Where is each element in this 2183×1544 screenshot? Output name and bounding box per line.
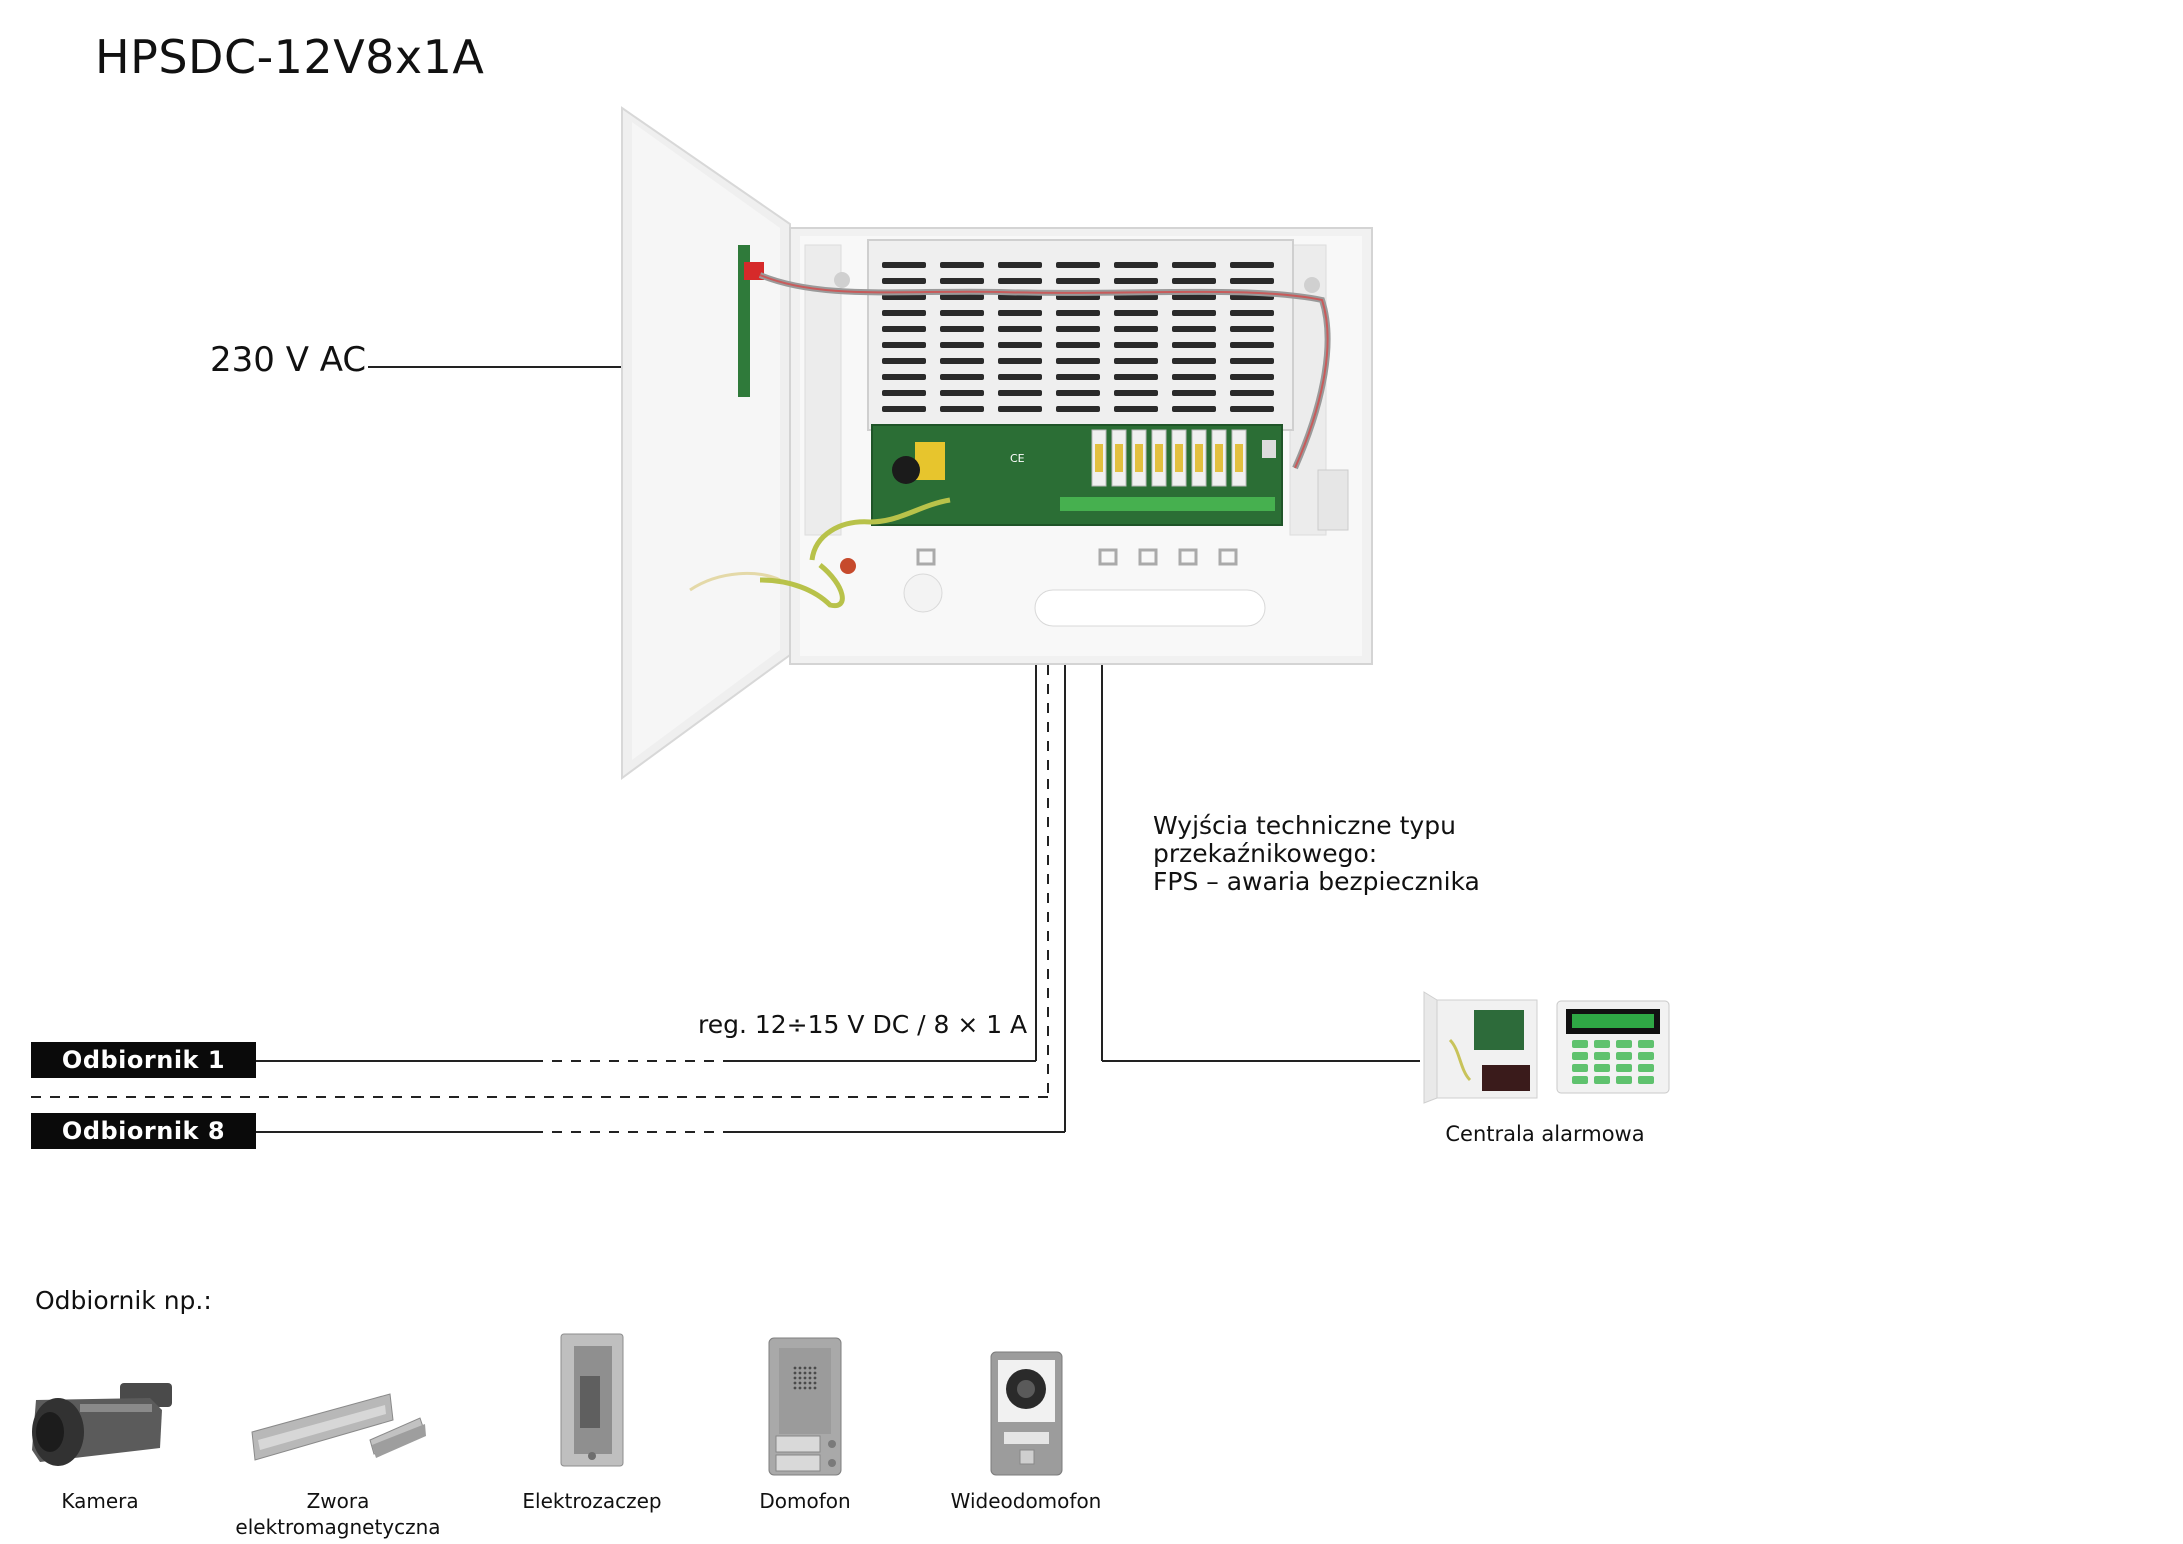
device-label-electric-strike: Elektrozaczep [522, 1489, 662, 1513]
output-spec-label: reg. 12÷15 V DC / 8 × 1 A [698, 1010, 1028, 1039]
device-label-camera: Kamera [61, 1489, 139, 1513]
technical-outputs-line: przekaźnikowego: [1153, 839, 1378, 868]
alarm-panel-icon [1423, 991, 1670, 1104]
technical-outputs-description: Wyjścia techniczne typu przekaźnikowego:… [1153, 812, 1480, 896]
receiver-tag-8: Odbiornik 8 [31, 1113, 256, 1149]
power-input-label: 230 V AC [210, 340, 367, 380]
video-door-phone-icon [990, 1351, 1063, 1476]
receiver-tag-1: Odbiornik 1 [31, 1042, 256, 1078]
power-supply-enclosure: CE [621, 106, 1373, 780]
electromagnetic-lock-icon [251, 1393, 426, 1461]
device-label-video-door-phone: Wideodomofon [950, 1489, 1102, 1513]
alarm-panel-label: Centrala alarmowa [1445, 1122, 1645, 1146]
ventilation-slots [882, 262, 1274, 412]
diagram-title: HPSDC-12V8x1A [95, 30, 485, 84]
technical-outputs-line: FPS – awaria bezpiecznika [1153, 867, 1480, 896]
receiver-examples-heading: Odbiornik np.: [35, 1286, 212, 1315]
device-label-door-phone: Domofon [759, 1489, 851, 1513]
cable-clips [916, 548, 1238, 566]
svg-text:CE: CE [1010, 452, 1025, 465]
keypad-keys [1572, 1040, 1654, 1084]
camera-icon [32, 1383, 172, 1466]
technical-outputs-line: Wyjścia techniczne typu [1153, 811, 1456, 840]
electric-strike-icon [560, 1333, 624, 1467]
output-wiring [31, 665, 1420, 1133]
door-phone-icon [768, 1337, 842, 1476]
fuse-block [1091, 429, 1247, 487]
device-label-electromagnetic-lock: Zwora elektromagnetyczna [235, 1489, 441, 1539]
